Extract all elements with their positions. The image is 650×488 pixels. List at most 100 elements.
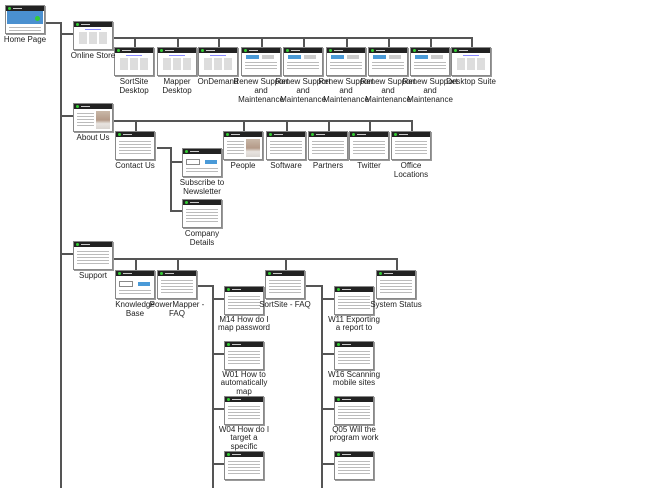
node-twitter[interactable]: Twitter <box>349 131 389 170</box>
node-mapper-desktop[interactable]: Mapper Desktop <box>157 47 197 95</box>
connector <box>306 285 322 287</box>
node-label: System Status <box>370 300 422 309</box>
connector <box>170 147 172 211</box>
node-renew-support[interactable]: Renew Support and Maintenance <box>402 47 458 104</box>
node-software[interactable]: Software <box>266 131 306 170</box>
node-label: Twitter <box>357 161 381 170</box>
page-thumbnail <box>376 270 416 299</box>
node-support[interactable]: Support <box>73 241 113 280</box>
node-company-details[interactable]: Company Details <box>182 199 222 247</box>
connector <box>430 37 432 47</box>
node-subscribe-newsletter[interactable]: Subscribe to Newsletter <box>180 148 224 196</box>
node-label: Renew Support and Maintenance <box>360 77 416 104</box>
node-label: Renew Support and Maintenance <box>233 77 289 104</box>
photo-image <box>246 139 260 157</box>
page-thumbnail <box>224 451 264 480</box>
page-thumbnail <box>73 21 113 50</box>
node-renew-support[interactable]: Renew Support and Maintenance <box>275 47 331 104</box>
node-faq-item[interactable] <box>224 451 264 480</box>
connector <box>135 258 137 270</box>
page-thumbnail <box>334 396 374 425</box>
connector <box>60 253 73 255</box>
photo-image <box>96 111 110 129</box>
page-thumbnail <box>334 451 374 480</box>
node-label: Renew Support and Maintenance <box>402 77 458 104</box>
node-label: SortSite - FAQ <box>259 300 311 309</box>
node-label: Online Store <box>70 51 116 60</box>
node-faq-q05[interactable]: Q05 Will the program work <box>330 396 378 442</box>
page-thumbnail <box>73 241 113 270</box>
node-renew-support[interactable]: Renew Support and Maintenance <box>233 47 289 104</box>
connector <box>212 285 214 488</box>
connector <box>114 258 397 260</box>
connector <box>369 120 371 131</box>
connector <box>212 408 224 410</box>
node-people[interactable]: People <box>223 131 263 170</box>
node-label: Subscribe to Newsletter <box>179 178 225 196</box>
connector <box>243 120 245 131</box>
node-renew-support[interactable]: Renew Support and Maintenance <box>318 47 374 104</box>
page-thumbnail <box>368 47 408 76</box>
node-label: W11 Exporting a report to <box>328 316 380 333</box>
node-faq-w11[interactable]: W11 Exporting a report to <box>328 286 380 332</box>
page-thumbnail <box>115 270 155 299</box>
node-about-us[interactable]: About Us <box>73 103 113 142</box>
node-online-store[interactable]: Online Store <box>71 21 115 60</box>
connector <box>46 22 61 24</box>
node-office-locations[interactable]: Office Locations <box>391 131 431 179</box>
connector <box>388 37 390 47</box>
node-contact-us[interactable]: Contact Us <box>115 131 155 170</box>
page-thumbnail <box>308 131 348 160</box>
page-thumbnail <box>114 47 154 76</box>
connector <box>60 115 73 117</box>
node-desktop-suite[interactable]: Desktop Suite <box>446 47 496 86</box>
connector <box>471 37 473 47</box>
page-thumbnail <box>283 47 323 76</box>
connector <box>157 147 171 149</box>
connector <box>285 258 287 270</box>
connector <box>346 37 348 47</box>
page-thumbnail <box>198 47 238 76</box>
node-faq-w16[interactable]: W16 Scanning mobile sites <box>328 341 380 387</box>
node-label: Home Page <box>3 35 47 44</box>
node-sortsite-faq[interactable]: SortSite - FAQ <box>259 270 311 309</box>
node-label: Support <box>78 271 108 280</box>
connector <box>134 37 136 47</box>
connector <box>396 258 398 270</box>
node-label: About Us <box>76 133 110 142</box>
connector <box>60 33 73 35</box>
node-label: Desktop Suite <box>446 77 496 86</box>
node-label: Renew Support and Maintenance <box>275 77 331 104</box>
node-label: Knowledge Base <box>115 300 155 318</box>
page-thumbnail <box>241 47 281 76</box>
connector <box>218 37 220 47</box>
node-powermapper-faq[interactable]: PowerMapper - FAQ <box>150 270 204 318</box>
page-thumbnail <box>157 270 197 299</box>
node-renew-support[interactable]: Renew Support and Maintenance <box>360 47 416 104</box>
connector <box>135 120 137 131</box>
node-home-page[interactable]: Home Page <box>4 5 46 44</box>
page-thumbnail <box>182 199 222 228</box>
node-faq-w04[interactable]: W04 How do I target a specific <box>219 396 269 450</box>
node-faq-m14[interactable]: M14 How do I map password <box>218 286 270 332</box>
node-faq-item[interactable] <box>334 451 374 480</box>
node-sortsite-desktop[interactable]: SortSite Desktop <box>114 47 154 95</box>
page-thumbnail <box>115 131 155 160</box>
page-thumbnail <box>266 131 306 160</box>
node-partners[interactable]: Partners <box>308 131 348 170</box>
page-thumbnail <box>349 131 389 160</box>
connector <box>170 210 182 212</box>
connector <box>60 22 62 488</box>
node-system-status[interactable]: System Status <box>370 270 422 309</box>
connector <box>321 463 334 465</box>
connector <box>198 285 213 287</box>
node-ondemand[interactable]: OnDemand <box>198 47 238 86</box>
page-thumbnail <box>410 47 450 76</box>
node-knowledge-base[interactable]: Knowledge Base <box>115 270 155 318</box>
connector <box>411 120 413 131</box>
page-thumbnail <box>223 131 263 160</box>
node-label: People <box>230 161 256 170</box>
node-label: Mapper Desktop <box>162 77 192 95</box>
node-faq-w01[interactable]: W01 How to automatically map <box>221 341 267 395</box>
connector <box>321 353 334 355</box>
